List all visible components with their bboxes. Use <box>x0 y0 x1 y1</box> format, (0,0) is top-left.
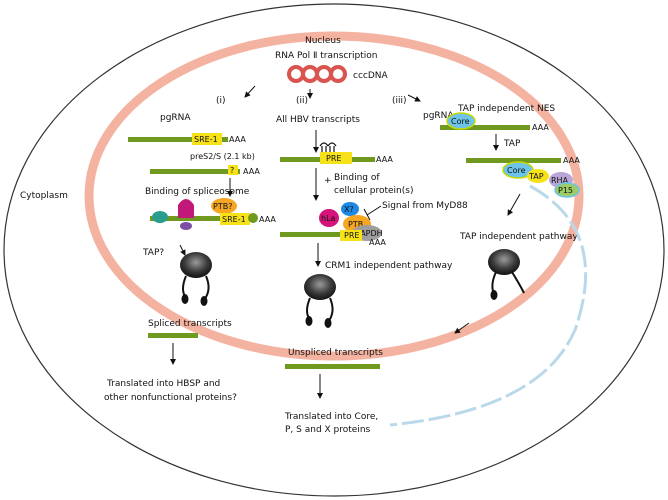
rna-strand <box>150 169 240 174</box>
cytoplasm-label: Cytoplasm <box>20 191 68 201</box>
tap-protein-label: TAP <box>528 172 544 181</box>
rna-strand <box>150 216 255 221</box>
green-blob <box>248 213 258 223</box>
nuclear-pore-complex <box>180 252 212 306</box>
stemloop-icon <box>319 142 337 152</box>
plus-sign: + <box>324 176 332 186</box>
core-feedback-dashed-line <box>389 184 588 427</box>
rna-strand <box>466 158 561 163</box>
roman-i: (i) <box>216 96 226 106</box>
core-label: Core <box>451 117 470 126</box>
nuclear-pore-complex <box>304 274 336 328</box>
rna-strand <box>440 125 530 130</box>
pre-element <box>320 152 352 164</box>
cccdna-icon <box>287 65 347 83</box>
tap-protein <box>527 169 549 183</box>
transcription-label: RNA Pol Ⅱ transcription <box>275 51 378 61</box>
translated-hbsp-2: other nonfunctional proteins? <box>104 393 237 403</box>
spliceosome-green <box>152 211 168 223</box>
hla-label: hLa <box>321 214 336 223</box>
x-label: X? <box>344 205 354 214</box>
roman-iii: (iii) <box>392 96 407 106</box>
nuclear-envelope <box>84 31 584 361</box>
aaa-label: AAA <box>229 135 246 144</box>
p15-label: P15 <box>558 186 573 195</box>
sre1-element <box>220 213 250 225</box>
pgrna-label-iii: pgRNA <box>423 111 454 121</box>
unspliced-label: Unspliced transcripts <box>288 348 383 358</box>
spliceosome-magenta <box>178 199 194 218</box>
roman-ii: (ii) <box>296 96 308 106</box>
unknown-element <box>228 165 238 175</box>
aaa-label: AAA <box>563 156 580 165</box>
pre-label: PRE <box>344 231 359 240</box>
tap-label: TAP <box>503 139 521 149</box>
translated-core: Translated into Core, <box>284 412 378 422</box>
spliceosome-label: Binding of spliceosome <box>145 187 250 197</box>
myd88-signal-label: Signal from MyD88 <box>382 201 468 211</box>
ptb-label: PTB? <box>213 202 232 211</box>
binding-label-2: cellular protein(s) <box>334 186 413 196</box>
spliced-label: Spliced transcripts <box>148 319 232 329</box>
aaa-label: AAA <box>369 238 386 247</box>
core-label: Core <box>507 166 526 175</box>
rna-strand <box>285 364 380 369</box>
nuclear-pore-complex <box>488 249 525 300</box>
rha-label: RHA <box>551 176 569 185</box>
spliceosome-purple <box>180 222 192 230</box>
translated-core-2: P, S and X proteins <box>285 425 371 435</box>
ptb-protein <box>211 198 237 214</box>
gapdh-label: GAPDH <box>354 229 383 238</box>
x-protein <box>341 202 359 216</box>
crm1-pathway-label: CRM1 independent pathway <box>325 261 453 271</box>
pgrna-label-i: pgRNA <box>160 113 191 123</box>
ptb-label: PTB <box>348 220 363 229</box>
sre1-label: SRE-1 <box>222 215 246 224</box>
aaa-label: AAA <box>243 167 260 176</box>
binding-label: Binding of <box>334 173 380 183</box>
core-protein <box>446 112 476 130</box>
tap-nes-label: TAP independent NES <box>457 104 555 114</box>
nucleus-title: Nucleus <box>305 36 341 46</box>
rna-strand <box>280 232 380 237</box>
hla-protein <box>319 209 339 227</box>
all-transcripts-label: All HBV transcripts <box>276 115 360 125</box>
p15-protein <box>554 182 580 198</box>
translated-hbsp: Translated into HBSP and <box>106 379 220 389</box>
pres2s-label: preS2/S (2.1 kb) <box>190 152 255 161</box>
cccdna-label: cccDNA <box>353 71 389 81</box>
aaa-label: AAA <box>259 215 276 224</box>
question-label: ? <box>230 166 234 175</box>
pre-label: PRE <box>326 154 341 163</box>
tap-independent-pathway-label: TAP independent pathway <box>459 232 578 242</box>
aaa-label: AAA <box>376 155 393 164</box>
pre-element <box>340 230 362 241</box>
tap-question-label: TAP? <box>142 248 164 258</box>
rna-strand <box>128 137 228 142</box>
sre1-label: SRE-1 <box>194 135 218 144</box>
aaa-label: AAA <box>532 123 549 132</box>
sre1-element <box>192 133 222 145</box>
rna-strand <box>148 333 198 338</box>
